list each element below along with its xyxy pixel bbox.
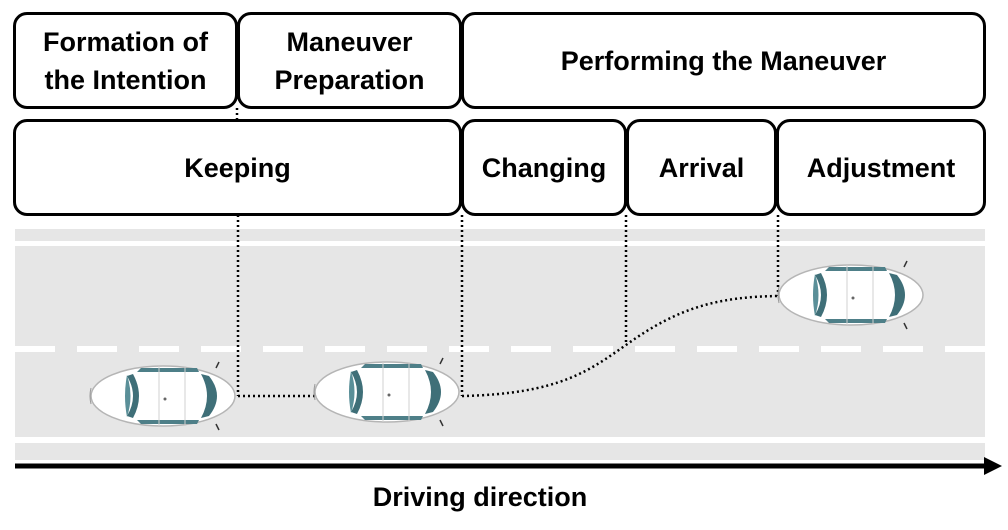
driving-direction-label: Driving direction xyxy=(372,482,588,512)
road-strip-top xyxy=(15,229,985,241)
phase-formation-of-intention: Formation of the Intention xyxy=(13,12,238,109)
phase-arrival: Arrival xyxy=(626,119,777,216)
phase-maneuver-preparation: Maneuver Preparation xyxy=(237,12,462,109)
phase-adjustment: Adjustment xyxy=(776,119,986,216)
phase-keeping: Keeping xyxy=(13,119,462,216)
phase-changing: Changing xyxy=(461,119,627,216)
trajectory-curve xyxy=(461,294,779,398)
phase-performing-maneuver: Performing the Maneuver xyxy=(461,12,986,109)
driving-direction-arrowhead xyxy=(984,457,1002,475)
road-strip-bottom xyxy=(15,443,985,460)
